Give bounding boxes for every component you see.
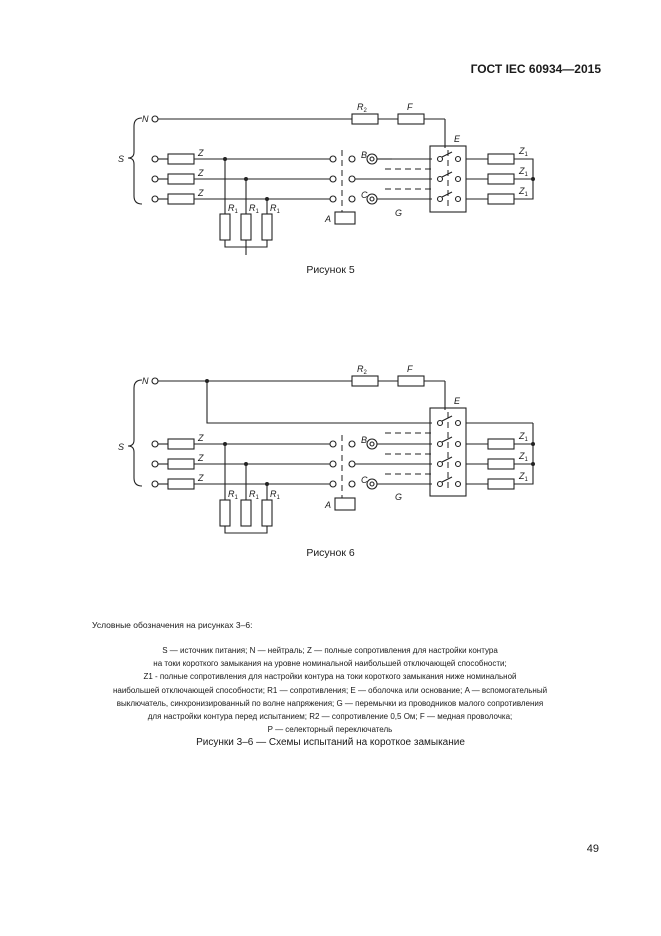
label-S: S — [118, 154, 124, 164]
legend-line: Z1 - полные сопротивления для настройки … — [143, 672, 517, 682]
svg-text:E: E — [454, 396, 461, 406]
legend-line: для настройки контура перед испытанием; … — [147, 712, 513, 722]
svg-text:Z1: Z1 — [518, 431, 529, 443]
svg-text:Z: Z — [197, 453, 204, 463]
legend-line: P — селекторный переключатель — [267, 725, 393, 735]
legend-title: Условные обозначения на рисунках 3–6: — [92, 620, 253, 630]
label-R2: R2 — [357, 102, 368, 114]
svg-text:Z: Z — [197, 168, 204, 178]
svg-text:R1: R1 — [270, 489, 281, 501]
svg-text:R1: R1 — [228, 489, 239, 501]
svg-text:Z1: Z1 — [518, 451, 529, 463]
svg-text:Z1: Z1 — [518, 471, 529, 483]
svg-text:A: A — [324, 500, 331, 510]
legend: S — источник питания; N — нейтраль; Z — … — [85, 644, 575, 736]
svg-text:Z: Z — [197, 433, 204, 443]
legend-line: на токи короткого замыкания на уровне но… — [153, 659, 507, 669]
svg-text:N: N — [142, 376, 149, 386]
svg-text:Z: Z — [197, 188, 204, 198]
label-N: N — [142, 114, 149, 124]
svg-text:Z1: Z1 — [518, 186, 529, 198]
svg-text:B: B — [361, 150, 367, 160]
svg-text:S: S — [118, 442, 124, 452]
label-F: F — [407, 102, 413, 112]
figure-6-diagram: S N R2 F E — [0, 360, 661, 540]
document-header: ГОСТ IEC 60934—2015 — [470, 62, 601, 76]
svg-text:Z1: Z1 — [518, 146, 529, 158]
svg-text:Z: Z — [197, 148, 204, 158]
svg-text:R1: R1 — [228, 203, 239, 215]
legend-line: S — источник питания; N — нейтраль; Z — … — [162, 646, 498, 655]
svg-text:G: G — [395, 492, 402, 502]
svg-text:F: F — [407, 364, 413, 374]
legend-line: наибольшей отключающей способности; R1 —… — [112, 685, 548, 695]
figure-5-diagram: S N R2 F E — [0, 100, 661, 270]
figure-6-caption: Рисунок 6 — [306, 547, 355, 559]
svg-text:R1: R1 — [249, 203, 260, 215]
svg-text:B: B — [361, 435, 367, 445]
figure-5-caption: Рисунок 5 — [306, 264, 355, 276]
figures-title: Рисунки 3–6 — Схемы испытаний на коротко… — [196, 737, 465, 748]
svg-text:G: G — [395, 208, 402, 218]
legend-line: выключатель, синхронизированный по волне… — [116, 698, 544, 708]
svg-text:A: A — [324, 214, 331, 224]
svg-text:C: C — [361, 190, 368, 200]
svg-text:R1: R1 — [249, 489, 260, 501]
page-number: 49 — [586, 843, 599, 855]
svg-text:C: C — [361, 475, 368, 485]
svg-text:Z1: Z1 — [518, 166, 529, 178]
svg-text:R2: R2 — [357, 364, 368, 376]
svg-text:R1: R1 — [270, 203, 281, 215]
label-E: E — [454, 134, 461, 144]
svg-text:Z: Z — [197, 473, 204, 483]
